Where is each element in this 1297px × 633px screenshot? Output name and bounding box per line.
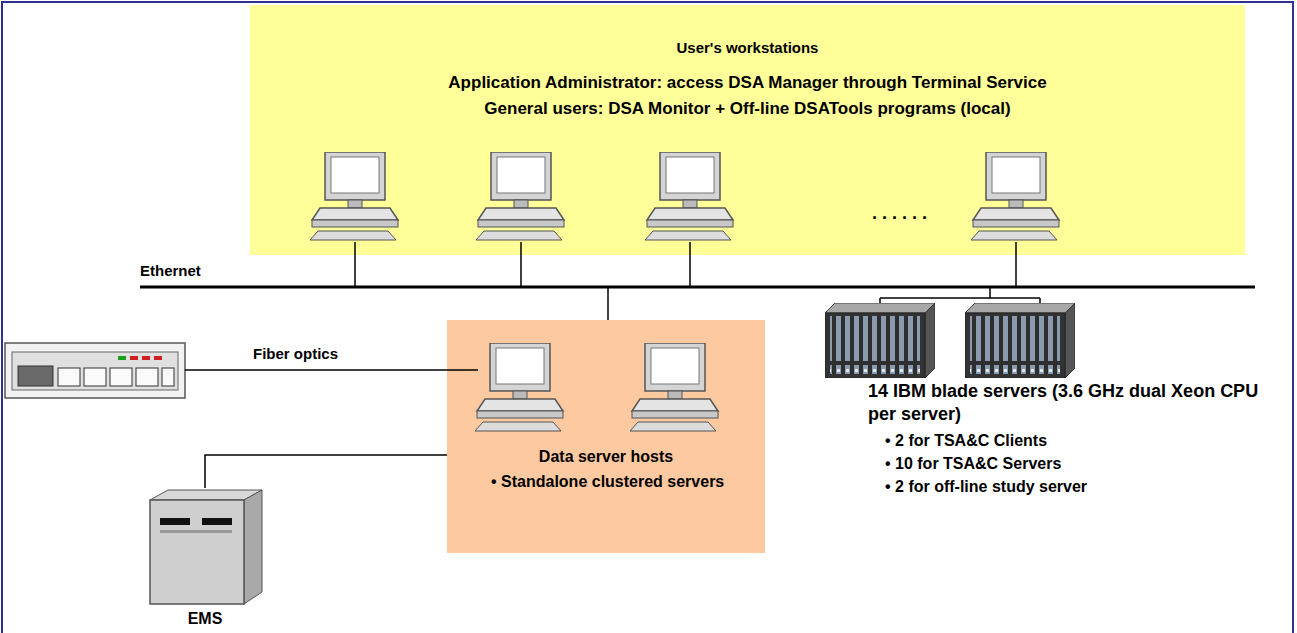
node-text: • 2 for TSA&C Clients (885, 430, 1286, 451)
ems-server-tower (150, 490, 262, 604)
node-text: General users: DSA Monitor + Off-line DS… (260, 98, 1235, 120)
node-heading: Data server hosts (457, 446, 755, 467)
blade-chassis-icon (965, 303, 1075, 378)
user-workstations-band: User's workstationsApplication Administr… (250, 5, 1245, 255)
node-heading: EMS (142, 608, 268, 629)
workstation-icon (645, 152, 733, 240)
node-heading: 14 IBM blade servers (3.6 GHz dual Xeon … (868, 380, 1283, 426)
server-host-icon (630, 343, 718, 431)
link-label: Fiber optics (253, 345, 338, 362)
node-heading: User's workstations (260, 38, 1235, 58)
drop-lines (355, 242, 1040, 320)
node-text: • 10 for TSA&C Servers (885, 453, 1286, 474)
node-text: • 2 for off-line study server (885, 476, 1286, 497)
node-text: • Standalone clustered servers (491, 471, 735, 492)
workstation-icon (310, 152, 398, 240)
ellipsis-marker: . . . . . . (872, 203, 927, 224)
workstation-icon (971, 152, 1059, 240)
network-label: Ethernet (140, 262, 201, 279)
workstation-icon (476, 152, 564, 240)
server-host-icon (475, 343, 563, 431)
storage-device (5, 343, 185, 398)
fiber-link (185, 369, 478, 371)
ethernet-bus (140, 286, 1255, 289)
connector-line (205, 455, 447, 488)
blade-chassis-icon (825, 303, 935, 378)
node-text: Application Administrator: access DSA Ma… (260, 72, 1235, 94)
